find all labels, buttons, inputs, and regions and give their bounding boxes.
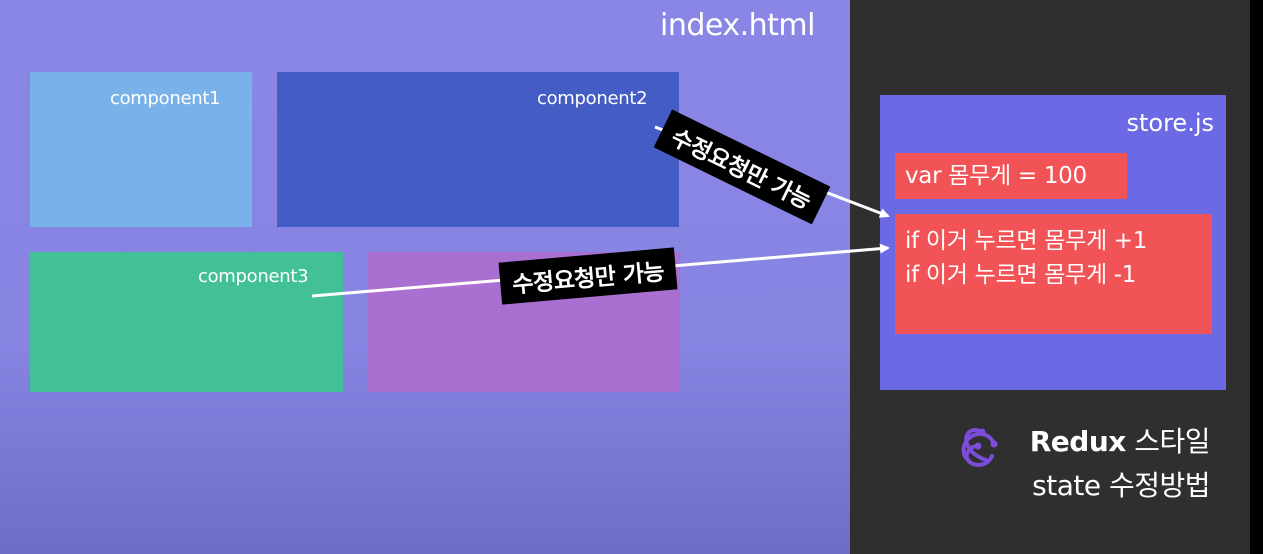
redux-title-rest: 스타일 <box>1134 425 1210 458</box>
redux-caption: Redux 스타일 state 수정방법 <box>950 420 1240 510</box>
component3-label: component3 <box>198 266 309 287</box>
component3-box: component3 <box>30 252 343 392</box>
redux-brand: Redux <box>1029 425 1127 458</box>
rule-decrement: if 이거 누르면 몸무게 -1 <box>905 262 1137 288</box>
rule-increment: if 이거 누르면 몸무게 +1 <box>905 228 1148 254</box>
component1-label: component1 <box>110 88 221 109</box>
redux-logo-icon <box>961 427 998 467</box>
store-title: store.js <box>1126 109 1214 137</box>
component2-box: component2 <box>277 72 679 227</box>
component1-box: component1 <box>30 72 252 227</box>
page-title: index.html <box>660 8 815 43</box>
redux-title: Redux 스타일 <box>1029 420 1211 460</box>
right-edge-strip <box>1250 0 1263 554</box>
redux-subtitle: state 수정방법 <box>1032 469 1210 502</box>
reducer-rules: if 이거 누르면 몸무게 +1 if 이거 누르면 몸무게 -1 <box>895 214 1212 334</box>
state-variable: var 몸무게 = 100 <box>895 153 1127 199</box>
component2-label: component2 <box>537 88 648 109</box>
store-js-box: store.js var 몸무게 = 100 if 이거 누르면 몸무게 +1 … <box>880 95 1226 390</box>
